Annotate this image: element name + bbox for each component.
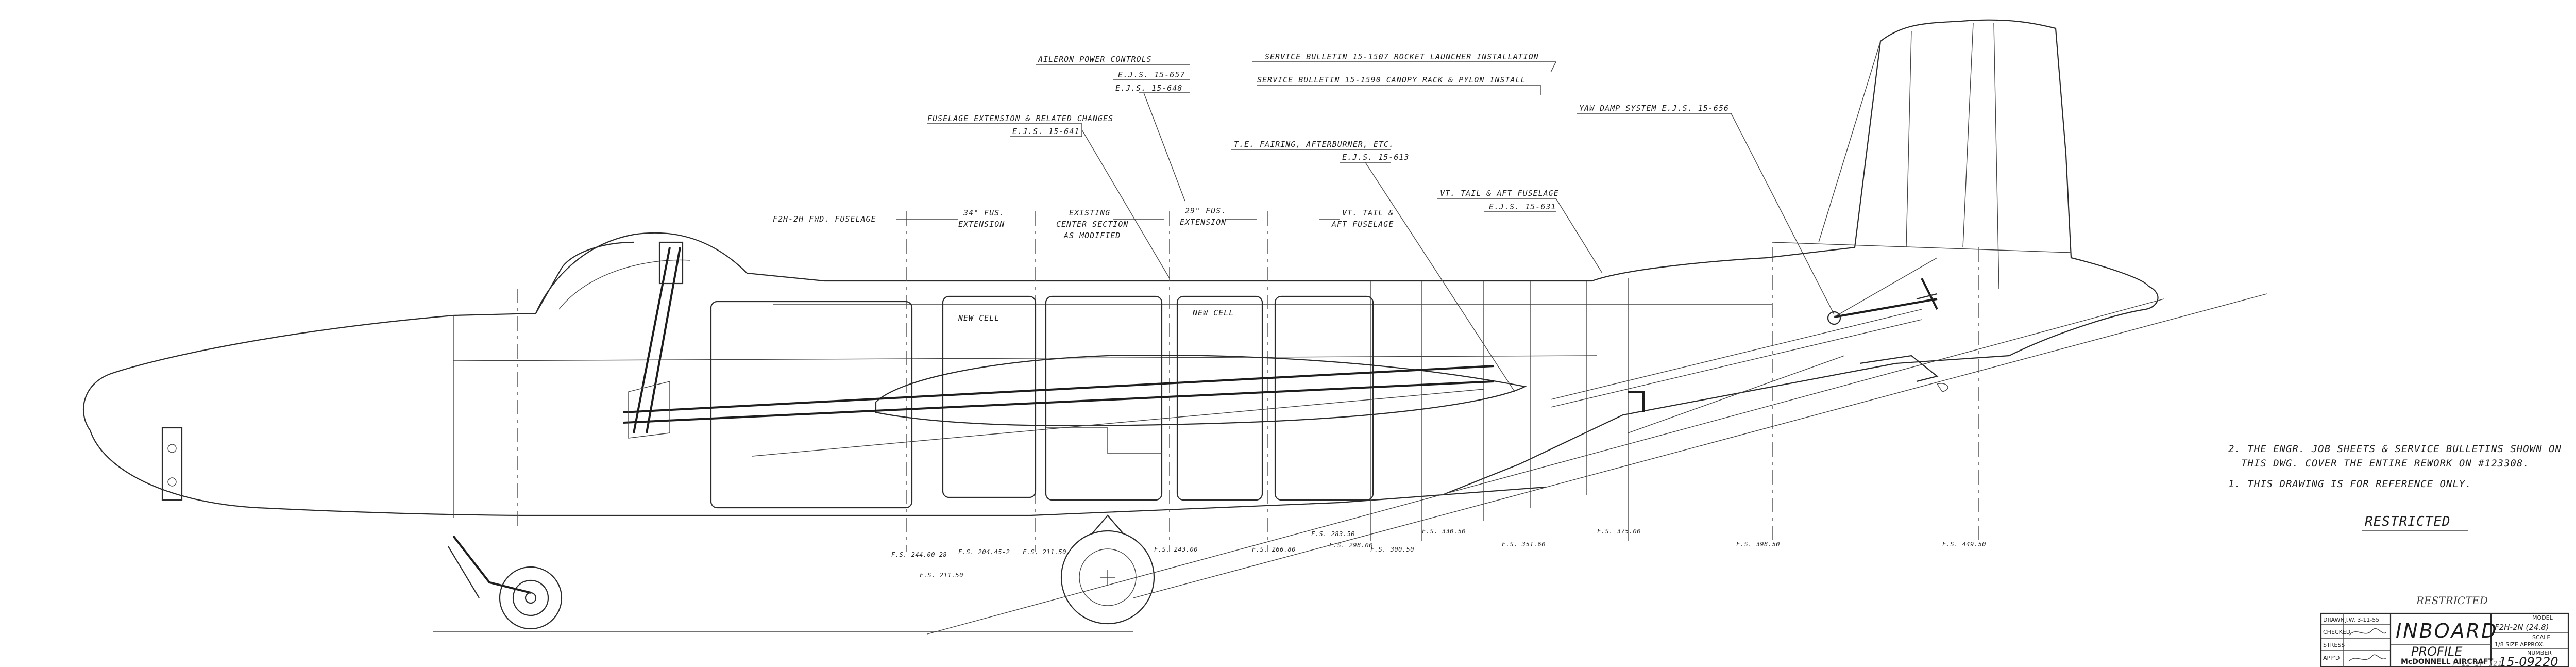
station-label: F.S. 300.50: [1370, 546, 1414, 553]
approved-label: APP'D: [2323, 655, 2340, 661]
reference-lines: [433, 293, 2267, 635]
stress-label: STRESS: [2323, 642, 2345, 648]
drawn-label: DRAWN: [2323, 616, 2345, 623]
station-label: F.S. 243.00: [1154, 546, 1198, 553]
title-line-1: INBOARD: [2396, 620, 2498, 642]
title-line-2: PROFILE: [2411, 644, 2463, 659]
yaw-damp-components: [1628, 278, 1948, 412]
station-label: F.S. 398.50: [1736, 541, 1780, 548]
nose-equipment: [161, 427, 183, 501]
checked-signature: [2349, 628, 2387, 636]
fuselage-outline: [83, 19, 2159, 516]
station-label: F.S. 204.45-2: [958, 548, 1010, 556]
approved-signature: [2349, 654, 2387, 661]
model-label: MODEL: [2532, 614, 2553, 621]
fwd-fuselage-label: F2H-2H FWD. FUSELAGE: [773, 214, 876, 224]
vt-label-b: AFT FUSELAGE: [1331, 220, 1394, 229]
station-label: F.S. 211.50: [1023, 548, 1066, 556]
restricted-label: RESTRICTED: [2365, 514, 2451, 529]
drawing-notes: 2. THE ENGR. JOB SHEETS & SERVICE BULLET…: [2228, 443, 2562, 531]
fus29-label-b: EXTENSION: [1180, 218, 1226, 227]
vt-label-a: VT. TAIL &: [1342, 208, 1394, 218]
service-bulletin-1590-label: SERVICE BULLETIN 15-1590 CANOPY RACK & P…: [1257, 75, 1526, 85]
note-1: 1. THIS DRAWING IS FOR REFERENCE ONLY.: [2228, 478, 2472, 490]
station-label: F.S. 330.50: [1422, 528, 1466, 535]
note-2-line-2: THIS DWG. COVER THE ENTIRE REWORK ON #12…: [2241, 458, 2530, 469]
existing-label-b: CENTER SECTION: [1056, 220, 1128, 229]
scale-value: 1/8 SIZE APPROX.: [2495, 641, 2545, 648]
model-value: F2H-2N (24.8): [2495, 623, 2549, 632]
corporation-name: McDONNELL AIRCRAFT: [2401, 658, 2494, 666]
new-cell-label-1: NEW CELL: [958, 313, 999, 323]
ejs-631-label: E.J.S. 15-631: [1489, 202, 1556, 211]
ejs-641-label: E.J.S. 15-641: [1012, 127, 1079, 136]
wing-section: [875, 355, 1527, 427]
fus34-label-b: EXTENSION: [958, 220, 1005, 229]
nose-landing-gear: [448, 535, 563, 630]
station-label: F.S. 283.50: [1311, 530, 1355, 538]
annotations: AILERON POWER CONTROLS E.J.S. 15-657 E.J…: [773, 52, 1729, 323]
station-label: F.S. 298.00: [1329, 542, 1373, 549]
aileron-controls-label: AILERON POWER CONTROLS: [1038, 55, 1152, 64]
station-label: F.S. 351.60: [1502, 541, 1546, 548]
restricted-stamp: RESTRICTED: [2416, 594, 2488, 607]
drawn-value: J.W. 3-11-55: [2345, 616, 2379, 623]
station-label: F.S. 266.80: [1252, 546, 1296, 553]
vt-tail-aft-fuselage-label: VT. TAIL & AFT FUSELAGE: [1440, 189, 1559, 198]
main-landing-gear: [1060, 514, 1155, 625]
ejs-657-label: E.J.S. 15-657: [1118, 70, 1185, 79]
corner-mark: F-11 IP-121: [2452, 660, 2502, 667]
station-labels: F.S. 244.00-28 F.S. 211.50 F.S. 204.45-2…: [891, 528, 1986, 579]
control-runs: [623, 257, 1938, 457]
fus34-label-a: 34" FUS.: [963, 208, 1005, 218]
fuselage-extension-label: FUSELAGE EXTENSION & RELATED CHANGES: [927, 114, 1113, 123]
station-label: F.S. 449.50: [1942, 541, 1986, 548]
ejs-613-label: E.J.S. 15-613: [1342, 153, 1409, 162]
existing-label-a: EXISTING: [1069, 208, 1110, 218]
fus29-label-a: 29" FUS.: [1185, 206, 1226, 215]
annotation-leaders: [896, 61, 1835, 392]
drawing-number: 15-09220: [2499, 655, 2558, 667]
te-fairing-label: T.E. FAIRING, AFTERBURNER, ETC.: [1234, 140, 1394, 149]
station-frames: [453, 211, 1979, 552]
station-label: F.S. 375.00: [1597, 528, 1641, 535]
checked-label: CHECKED: [2323, 629, 2350, 636]
ejs-648-label: E.J.S. 15-648: [1115, 84, 1182, 93]
number-label: NUMBER: [2527, 649, 2552, 656]
new-cell-label-2: NEW CELL: [1192, 308, 1234, 318]
station-label: F.S. 211.50: [920, 572, 963, 579]
title-block: RESTRICTED DRAWN J.W. 3-11-55 CHECKED ST…: [2320, 594, 2569, 667]
service-bulletin-1507-label: SERVICE BULLETIN 15-1507 ROCKET LAUNCHER…: [1265, 52, 1539, 61]
note-2-line-1: 2. THE ENGR. JOB SHEETS & SERVICE BULLET…: [2228, 443, 2562, 455]
existing-label-c: AS MODIFIED: [1063, 231, 1121, 240]
yaw-damp-label: YAW DAMP SYSTEM E.J.S. 15-656: [1579, 104, 1729, 113]
station-label: F.S. 244.00-28: [891, 551, 947, 558]
cockpit-stick: [628, 241, 684, 439]
scale-label: SCALE: [2532, 634, 2550, 641]
